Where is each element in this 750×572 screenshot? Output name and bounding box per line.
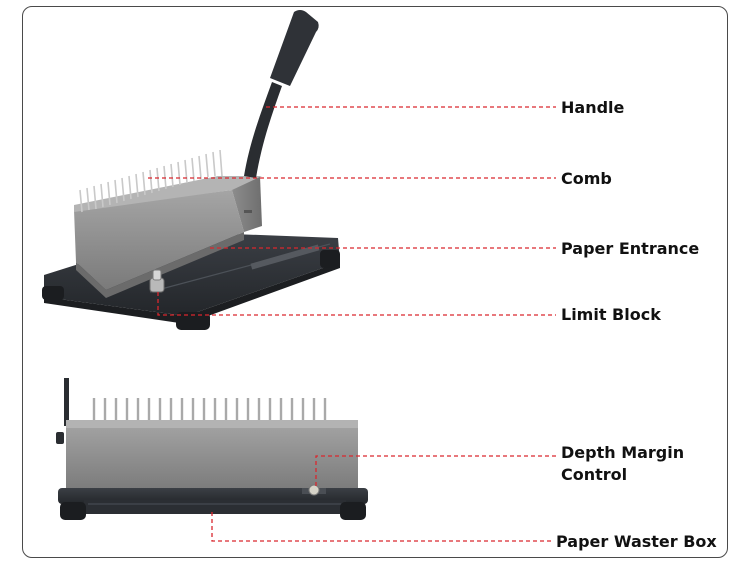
limit-block-knob [149,269,165,293]
leader-line-paper-waster-box [211,512,552,542]
label-depth-margin-control: Depth Margin Control [561,442,684,486]
base-foot [42,286,64,300]
base-foot [340,502,366,520]
label-limit-block: Limit Block [561,305,661,324]
handle-stub [64,378,69,426]
handle-arm [244,82,282,178]
label-paper-entrance: Paper Entrance [561,239,700,258]
handle-grip [270,10,319,86]
leader-lines [148,106,556,542]
machine-housing [66,420,358,492]
paper-entrance-scale [250,244,320,270]
label-handle: Handle [561,98,625,117]
base-foot [320,250,340,268]
label-depth-margin-control-line1: Depth Margin [561,443,685,462]
machine-perspective-view [42,10,340,330]
machine-housing-top [74,176,262,212]
machine-side-view [56,378,368,520]
label-depth-margin-control-line2: Control [561,465,628,484]
label-comb: Comb [561,169,612,188]
label-paper-waster-box: Paper Waster Box [556,532,717,551]
leader-line-depth-margin [315,455,556,486]
diagram-frame [22,6,728,558]
machine-housing-side [232,176,262,232]
machine-housing-front [74,190,244,290]
base-foot [60,502,86,520]
depth-margin-knob [302,484,326,496]
paper-waste-drawer [84,500,346,514]
leader-line-limit-block [157,292,556,316]
base-foot [176,312,210,330]
